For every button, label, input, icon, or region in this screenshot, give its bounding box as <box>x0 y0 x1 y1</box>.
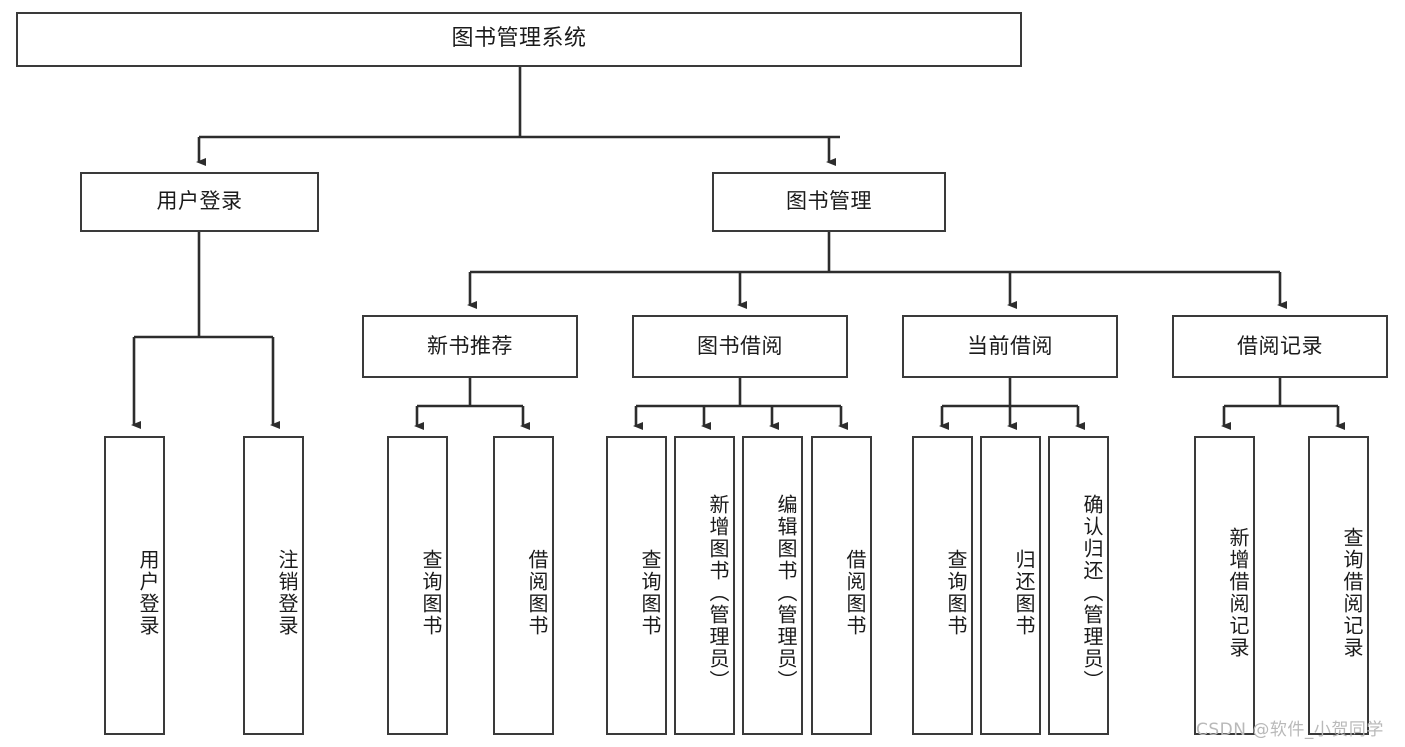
leaf-label: 查询图书 <box>944 548 968 637</box>
node-new-book-recommend[interactable]: 新书推荐 <box>362 315 578 378</box>
node-user-login[interactable]: 用户登录 <box>80 172 319 232</box>
leaf-label: 查询借阅记录 <box>1340 526 1364 659</box>
leaf-book-borrow-edit[interactable]: 编辑图书（管理员） <box>742 436 803 735</box>
leaf-current-borrow-return[interactable]: 归还图书 <box>980 436 1041 735</box>
leaf-user-login-logout[interactable]: 注销登录 <box>243 436 304 735</box>
leaf-current-borrow-confirm[interactable]: 确认归还（管理员） <box>1048 436 1109 735</box>
leaf-label: 查询图书 <box>638 548 662 637</box>
leaf-borrow-record-add[interactable]: 新增借阅记录 <box>1194 436 1255 735</box>
leaf-label: 借阅图书 <box>843 548 867 637</box>
node-root-system[interactable]: 图书管理系统 <box>16 12 1022 67</box>
node-book-manage[interactable]: 图书管理 <box>712 172 946 232</box>
leaf-book-borrow-query[interactable]: 查询图书 <box>606 436 667 735</box>
leaf-book-borrow-borrow[interactable]: 借阅图书 <box>811 436 872 735</box>
leaf-label: 借阅图书 <box>525 548 549 637</box>
leaf-current-borrow-query[interactable]: 查询图书 <box>912 436 973 735</box>
leaf-label: 查询图书 <box>419 548 443 637</box>
leaf-label: 用户登录 <box>136 548 160 637</box>
leaf-borrow-record-query[interactable]: 查询借阅记录 <box>1308 436 1369 735</box>
leaf-label: 归还图书 <box>1012 548 1036 637</box>
node-book-borrow[interactable]: 图书借阅 <box>632 315 848 378</box>
node-current-borrow[interactable]: 当前借阅 <box>902 315 1118 378</box>
leaf-label: 新增借阅记录 <box>1226 526 1250 659</box>
leaf-new-book-borrow[interactable]: 借阅图书 <box>493 436 554 735</box>
leaf-new-book-query[interactable]: 查询图书 <box>387 436 448 735</box>
leaf-label: 新增图书（管理员） <box>706 493 730 692</box>
leaf-user-login-login[interactable]: 用户登录 <box>104 436 165 735</box>
leaf-label: 注销登录 <box>275 548 299 637</box>
leaf-label: 编辑图书（管理员） <box>774 493 798 692</box>
leaf-book-borrow-add[interactable]: 新增图书（管理员） <box>674 436 735 735</box>
watermark-text: CSDN @软件_小贺同学 <box>1196 720 1384 740</box>
node-borrow-record[interactable]: 借阅记录 <box>1172 315 1388 378</box>
leaf-label: 确认归还（管理员） <box>1080 493 1104 692</box>
